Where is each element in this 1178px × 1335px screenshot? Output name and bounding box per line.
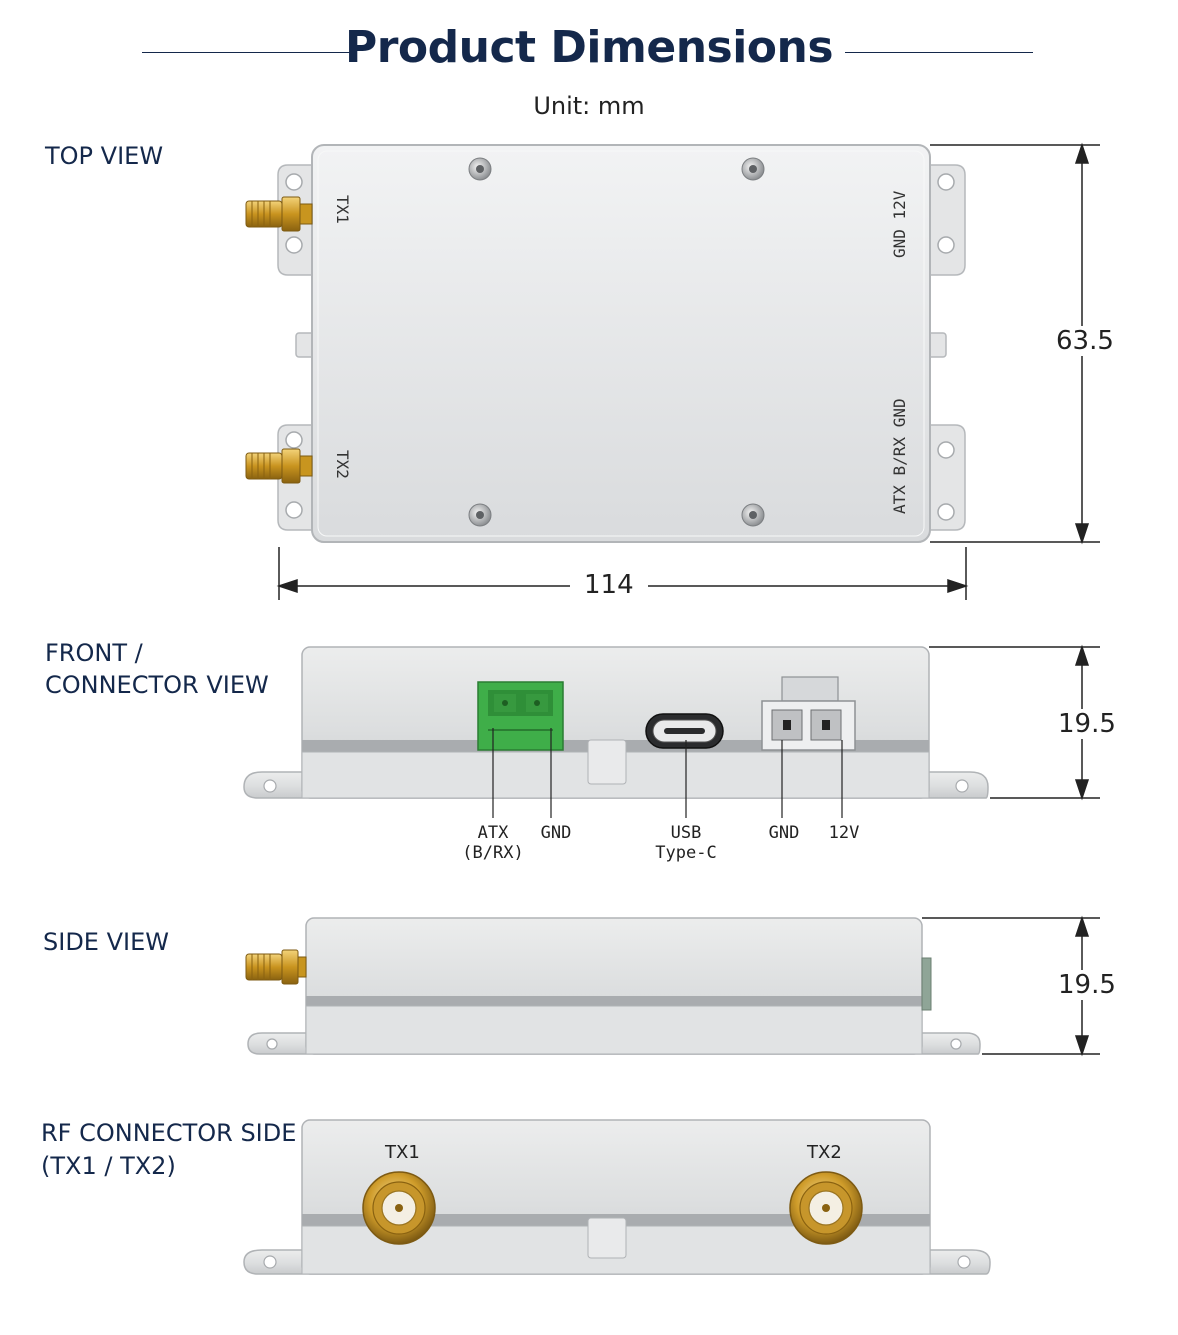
depth-dimension-value: 63.5 [1056, 326, 1114, 356]
sma-jack-tx2-icon [789, 1171, 863, 1245]
mount-ear-right-top [927, 164, 966, 276]
top-power-pins-label: GND 12V [890, 190, 909, 258]
section-label-top-view: TOP VIEW [45, 142, 164, 170]
sma-connector-icon [245, 196, 313, 232]
pin-label-gnd-right: GND [768, 823, 800, 843]
terminal-block-icon [477, 681, 564, 751]
rf-tx1-label: TX1 [385, 1142, 420, 1163]
rf-tx2-label: TX2 [807, 1142, 842, 1163]
pin-label-12v: 12V [828, 823, 860, 843]
mount-ear-right-bottom [927, 424, 966, 531]
front-view-drawing [243, 644, 1100, 818]
title-rule-right [845, 52, 1033, 53]
screw-icon [468, 157, 765, 527]
width-dimension-value: 114 [570, 570, 648, 600]
section-label-front-line2: CONNECTOR VIEW [45, 671, 269, 699]
pin-label-usb: USB Type-C [655, 823, 717, 863]
section-label-rf-line2: (TX1 / TX2) [41, 1152, 176, 1180]
top-signal-pins-label: ATX B/RX GND [890, 398, 909, 514]
sma-connector-icon [245, 949, 307, 985]
top-view-drawing [245, 142, 1100, 600]
top-tx1-label: TX1 [333, 195, 352, 224]
pin-leader-lines [492, 728, 843, 818]
rf-side-drawing [243, 1119, 991, 1275]
section-label-front-line1: FRONT / [45, 639, 143, 667]
dimension-line-height-front [929, 644, 1100, 801]
side-height-dimension-value: 19.5 [1058, 970, 1116, 1000]
unit-label: Unit: mm [533, 92, 645, 120]
usb-c-port-icon [645, 713, 724, 749]
page-title: Product Dimensions [344, 22, 834, 73]
front-height-dimension-value: 19.5 [1058, 709, 1116, 739]
section-label-rf-line1: RF CONNECTOR SIDE [41, 1119, 297, 1147]
housing-top [311, 144, 931, 543]
sma-jack-tx1-icon [362, 1171, 436, 1245]
title-rule-left [142, 52, 352, 53]
pin-label-gnd-left: GND [540, 823, 572, 843]
section-label-side-view: SIDE VIEW [43, 928, 169, 956]
sma-connector-icon [245, 448, 313, 484]
top-tx2-label: TX2 [333, 450, 352, 479]
power-connector-icon [761, 676, 856, 751]
side-view-drawing [245, 915, 1100, 1057]
pin-label-atx: ATX (B/RX) [462, 823, 524, 863]
